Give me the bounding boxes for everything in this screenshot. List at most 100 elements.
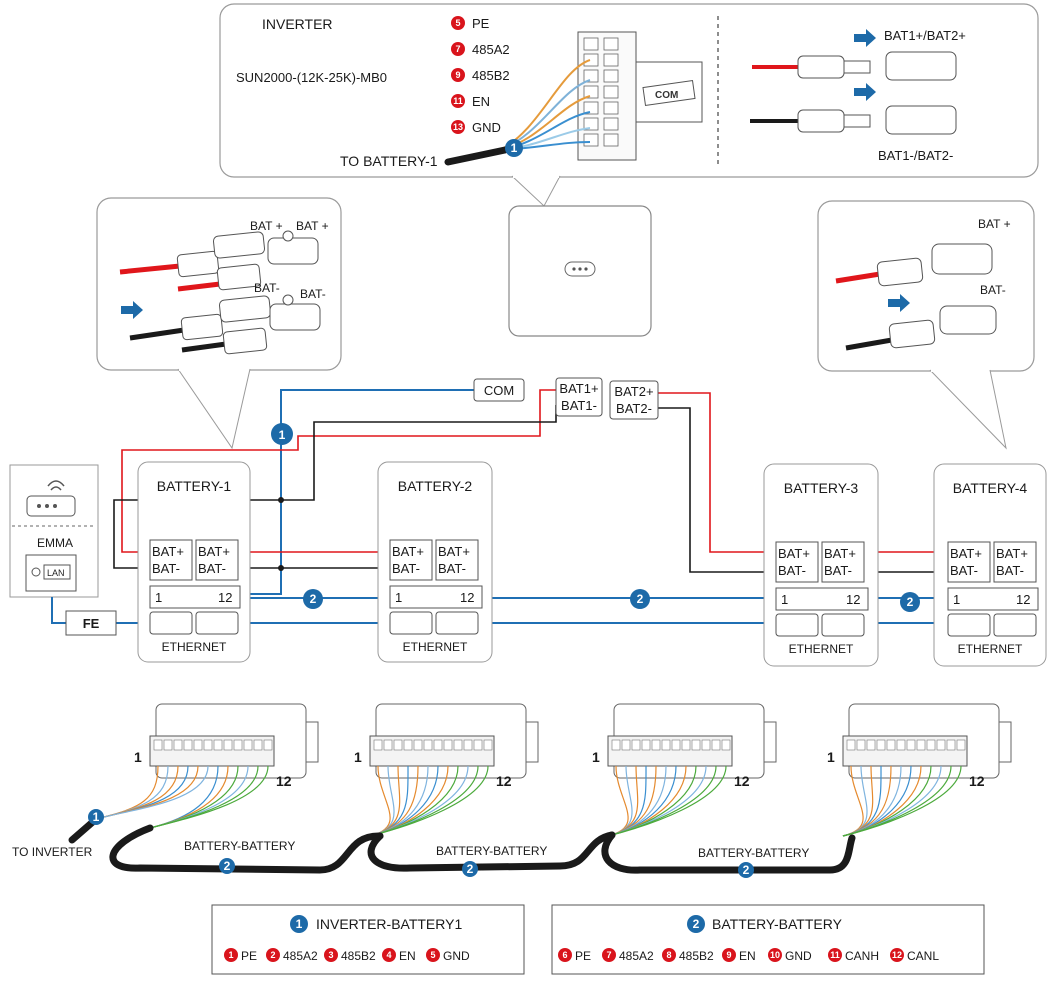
pin-twelve-label: 12 <box>496 773 512 789</box>
battery-name: BATTERY-2 <box>398 478 473 494</box>
emma-device: EMMA LAN <box>9 464 99 598</box>
terminal-1: 1 <box>781 592 788 607</box>
pin-label: 485A2 <box>472 42 510 57</box>
terminal-connector: 112 <box>99 703 319 829</box>
ethernet-label: ETHERNET <box>958 642 1023 656</box>
to-inverter-label: TO INVERTER <box>12 845 93 859</box>
pin-label: EN <box>472 94 490 109</box>
legend-item-label: PE <box>241 949 257 963</box>
left-bat-pos-label-2: BAT + <box>296 219 329 233</box>
inverter-port-labels: COM BAT1+ BAT1- BAT2+ BAT2- <box>473 377 659 420</box>
bat-pos: BAT+ <box>824 546 856 561</box>
pin-one-label: 1 <box>134 749 142 765</box>
legend-title: INVERTER-BATTERY1 <box>316 916 462 932</box>
terminal-1: 1 <box>395 590 402 605</box>
pin-twelve-label: 12 <box>969 773 985 789</box>
legend-item-number: 9 <box>726 950 731 960</box>
terminal-1: 1 <box>953 592 960 607</box>
com-connector-illustration: COM 1 <box>444 31 703 166</box>
cable-marker-2: 2 <box>467 862 474 876</box>
emma-label: EMMA <box>37 536 73 550</box>
router-icon <box>26 495 76 517</box>
battery4-callout: BAT + BAT- <box>817 200 1035 450</box>
bat-pos-label: BAT1+/BAT2+ <box>884 28 966 43</box>
legend-item-number: 10 <box>770 950 780 960</box>
pin-one-label: 1 <box>827 749 835 765</box>
bat-neg: BAT- <box>438 561 466 576</box>
bat-pos: BAT+ <box>996 546 1028 561</box>
cable-marker-2: 2 <box>310 592 317 606</box>
bat2-neg-port: BAT2- <box>616 401 652 416</box>
pin-number: 13 <box>453 122 463 132</box>
terminal-12: 12 <box>1016 592 1030 607</box>
legend-item: 10 GND <box>768 948 812 963</box>
legend-item-number: 8 <box>666 950 671 960</box>
right-bat-pos-label: BAT + <box>978 217 1011 231</box>
bat-pos: BAT+ <box>950 546 982 561</box>
legend-item-label: GND <box>785 949 812 963</box>
insert-arrow-icon <box>888 294 910 312</box>
inverter-callout-title: INVERTER <box>262 16 333 32</box>
bat-neg: BAT- <box>152 561 180 576</box>
terminal-connector: 112 <box>592 703 777 837</box>
terminal-1: 1 <box>155 590 162 605</box>
legend-item-number: 2 <box>270 950 275 960</box>
fe-label: FE <box>83 616 100 631</box>
cable-marker-2: 2 <box>907 595 914 609</box>
legend-item-label: CANH <box>845 949 879 963</box>
battery1-callout: BAT + BAT + BAT- BAT- <box>96 197 342 450</box>
legend-item-number: 4 <box>386 950 391 960</box>
cable-marker-2: 2 <box>637 592 644 606</box>
inverter-model: SUN2000-(12K-25K)-MB0 <box>236 70 387 85</box>
pin-one-label: 1 <box>592 749 600 765</box>
ethernet-label: ETHERNET <box>789 642 854 656</box>
legend-item-number: 12 <box>892 950 902 960</box>
bat-bat-label: BATTERY-BATTERY <box>436 844 547 858</box>
pin-label: GND <box>472 120 501 135</box>
left-bat-neg-label-2: BAT- <box>300 287 326 301</box>
legend-item-number: 11 <box>830 950 840 960</box>
legend-item: 12 CANL <box>890 948 939 963</box>
bat-plug-illustration: BAT1+/BAT2+ BAT1-/BAT2- <box>750 28 966 163</box>
bat-pos: BAT+ <box>778 546 810 561</box>
pin-number: 9 <box>455 70 460 80</box>
to-battery-label: TO BATTERY-1 <box>340 153 438 169</box>
legend-item-number: 7 <box>606 950 611 960</box>
inverter-unit <box>508 205 652 337</box>
legend-title: BATTERY-BATTERY <box>712 916 843 932</box>
inverter-callout: INVERTER SUN2000-(12K-25K)-MB0 TO BATTER… <box>219 3 1039 207</box>
legend-item-number: 5 <box>430 950 435 960</box>
pin-label: PE <box>472 16 490 31</box>
battery-name: BATTERY-4 <box>953 480 1028 496</box>
legend-item-label: PE <box>575 949 591 963</box>
com-connector-label: COM <box>655 90 678 101</box>
terminal-12: 12 <box>846 592 860 607</box>
terminal-connector: 1 12 <box>827 703 1012 837</box>
bat-neg: BAT- <box>996 563 1024 578</box>
inverter-pin-list: 5 PE 7 485A2 9 485B2 11 EN 13 GND <box>451 16 510 135</box>
bat1-pos-port: BAT1+ <box>559 381 598 396</box>
battery-name: BATTERY-3 <box>784 480 859 496</box>
bat-pos: BAT+ <box>152 544 184 559</box>
insert-arrow-icon <box>854 83 876 101</box>
legend-number: 1 <box>296 917 303 931</box>
bat-bat-label: BATTERY-BATTERY <box>184 839 295 853</box>
legend-item-label: CANL <box>907 949 939 963</box>
pin-label: 485B2 <box>472 68 510 83</box>
left-bat-neg-label: BAT- <box>254 281 280 295</box>
bat-pos: BAT+ <box>392 544 424 559</box>
bat-neg-label: BAT1-/BAT2- <box>878 148 953 163</box>
terminal-12: 12 <box>460 590 474 605</box>
legend-item-label: 485A2 <box>619 949 654 963</box>
bat-neg: BAT- <box>392 561 420 576</box>
bat-neg: BAT- <box>778 563 806 578</box>
